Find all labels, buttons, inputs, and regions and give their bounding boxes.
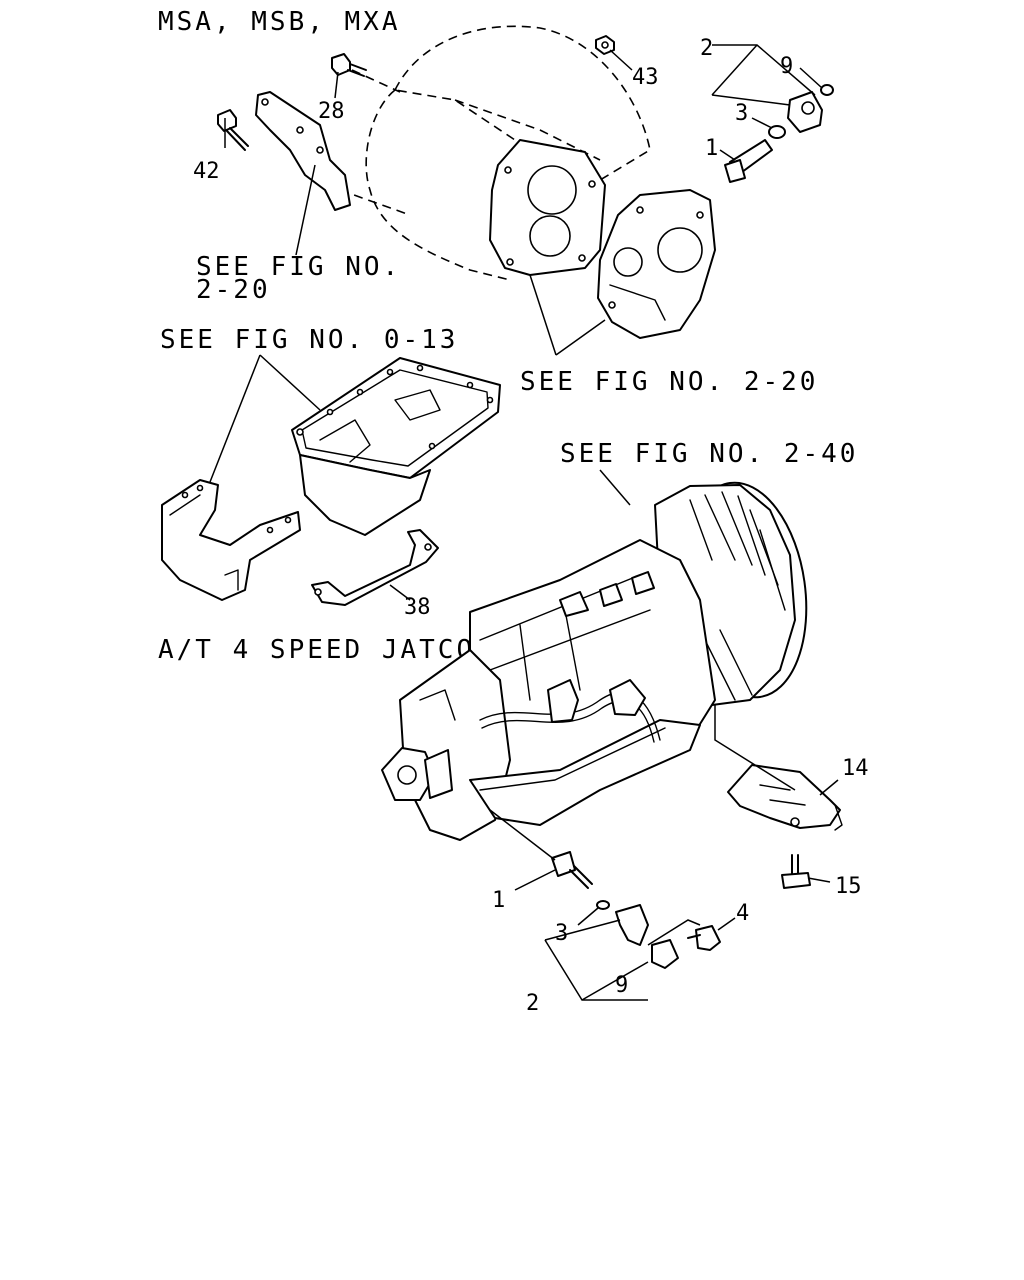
speedo-assembly-lower — [551, 851, 721, 969]
bracket-38 — [311, 529, 439, 606]
callout-9-lower: 9 — [615, 973, 628, 998]
side-bracket — [161, 479, 301, 601]
see-fig-2-40: SEE FIG NO. 2-40 — [560, 439, 858, 469]
callout-1-upper: 1 — [705, 136, 718, 161]
automatic-transmission — [381, 481, 808, 841]
callout-38: 38 — [404, 595, 431, 620]
mounting-bracket-upper — [255, 91, 351, 211]
callout-4: 4 — [736, 901, 749, 926]
see-fig-2-20-a-line2: 2-20 — [196, 275, 271, 305]
see-fig-0-13: SEE FIG NO. 0-13 — [160, 325, 458, 355]
callout-1-lower: 1 — [492, 888, 505, 913]
callout-43: 43 — [632, 65, 659, 90]
callout-42: 42 — [193, 159, 220, 184]
speedo-assembly-upper — [724, 84, 834, 183]
see-fig-2-20-b: SEE FIG NO. 2-20 — [520, 367, 818, 397]
callout-2-upper: 2 — [700, 36, 713, 61]
bracket-14 — [727, 764, 843, 831]
callout-28: 28 — [318, 99, 345, 124]
manual-transmission-housing — [339, 25, 651, 281]
nut-43 — [595, 35, 615, 55]
see-fig-2-20-a-line1: SEE FIG NO. — [196, 252, 401, 282]
callout-15: 15 — [835, 874, 862, 899]
transmission-type-label: A/T 4 SPEED JATCO — [158, 635, 475, 665]
oil-pan — [291, 357, 501, 536]
bolt-15 — [781, 854, 811, 889]
bolt-28 — [331, 53, 367, 77]
bolt-42 — [217, 109, 249, 151]
callout-9-upper: 9 — [780, 54, 793, 79]
adapter-plate — [597, 189, 716, 339]
callout-3-lower: 3 — [555, 921, 568, 946]
callout-14: 14 — [842, 756, 869, 781]
callout-3-upper: 3 — [735, 101, 748, 126]
model-variants-label: MSA, MSB, MXA — [158, 7, 401, 37]
callout-2-lower: 2 — [526, 991, 539, 1016]
